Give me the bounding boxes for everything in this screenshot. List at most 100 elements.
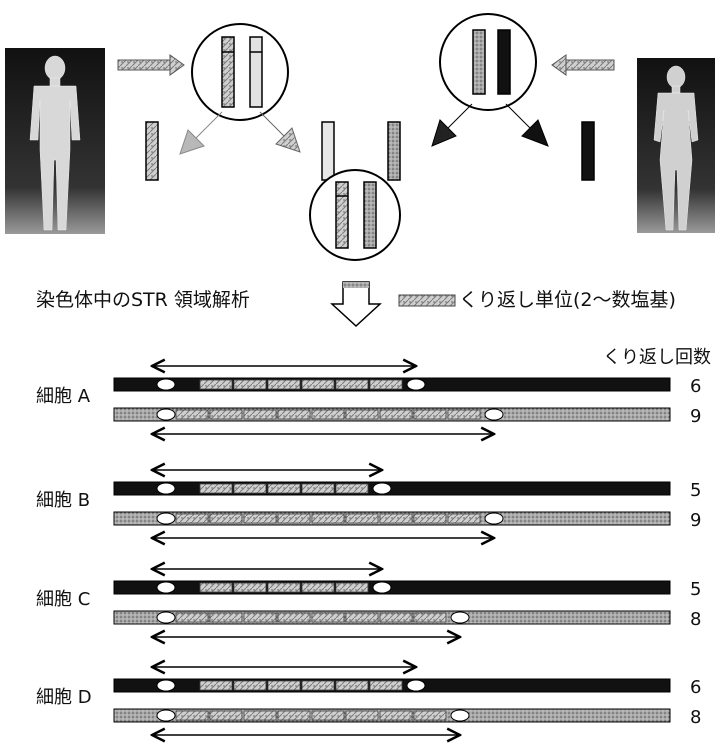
repeat-unit (312, 711, 344, 720)
father-chromosome-circle (192, 24, 288, 120)
repeat-unit (448, 410, 480, 419)
mother-figure (637, 58, 715, 233)
repeat-unit (244, 514, 276, 523)
cell-label: 細胞 C (36, 589, 90, 610)
cell-label: 細胞 D (36, 687, 92, 708)
repeat-unit (302, 583, 334, 592)
repeat-unit (336, 583, 368, 592)
paternal-repeat-count: 6 (690, 376, 701, 397)
cell-group: 細胞 B 5 9 (36, 470, 701, 538)
repeat-unit (268, 681, 300, 690)
repeat-unit (268, 484, 300, 493)
repeat-unit (312, 514, 344, 523)
repeat-unit (244, 613, 276, 622)
repeat-unit (346, 514, 378, 523)
repeat-unit (244, 711, 276, 720)
father-figure (5, 48, 105, 234)
repeat-unit (244, 410, 276, 419)
repeat-unit (278, 514, 310, 523)
primer-marker-right (451, 612, 469, 623)
maternal-repeat-count: 8 (690, 609, 701, 630)
father-gamete-chromosome (322, 122, 334, 180)
repeat-count-header: くり返し回数 (603, 347, 711, 368)
repeat-unit (336, 681, 368, 690)
repeat-unit (176, 514, 208, 523)
primer-marker-right (407, 379, 425, 390)
repeat-unit (176, 410, 208, 419)
primer-marker-right (451, 710, 469, 721)
arrow-mother-to-cell (552, 55, 614, 75)
repeat-unit (380, 514, 412, 523)
repeat-unit (210, 711, 242, 720)
cell-label: 細胞 A (36, 386, 91, 407)
primer-marker-left (157, 710, 175, 721)
repeat-unit (312, 410, 344, 419)
paternal-repeat-count: 5 (690, 480, 701, 501)
repeat-unit (346, 711, 378, 720)
repeat-unit (380, 613, 412, 622)
primer-marker-left (157, 612, 175, 623)
repeat-unit (380, 410, 412, 419)
primer-marker-left (157, 409, 175, 420)
repeat-unit (278, 711, 310, 720)
repeat-unit (176, 613, 208, 622)
repeat-unit (200, 484, 232, 493)
primer-marker-left (157, 513, 175, 524)
mother-chromosome-circle (440, 14, 536, 110)
repeat-unit (234, 380, 266, 389)
paternal-repeat-count: 6 (690, 677, 701, 698)
repeat-unit (414, 410, 446, 419)
primer-marker-left (157, 680, 175, 691)
repeat-unit (200, 583, 232, 592)
repeat-unit (234, 484, 266, 493)
repeat-unit (448, 514, 480, 523)
primer-marker-right (485, 409, 503, 420)
arrow-father-to-cell (118, 55, 184, 75)
repeat-unit (414, 613, 446, 622)
repeat-unit (312, 613, 344, 622)
repeat-unit (234, 583, 266, 592)
mother-gamete-chromosome-right (582, 122, 594, 180)
repeat-unit (302, 484, 334, 493)
cell-label: 細胞 B (36, 490, 90, 511)
father-gamete-chromosome-left (146, 122, 158, 180)
repeat-unit (210, 613, 242, 622)
maternal-repeat-count: 9 (690, 510, 701, 531)
repeat-unit (380, 711, 412, 720)
paternal-repeat-count: 5 (690, 579, 701, 600)
paternal-strand-bar (114, 581, 670, 594)
repeat-unit (200, 681, 232, 690)
repeat-unit (278, 613, 310, 622)
repeat-unit-legend-label: くり返し単位(2～数塩基) (459, 289, 676, 311)
repeat-unit (336, 380, 368, 389)
repeat-unit (414, 711, 446, 720)
paternal-strand-bar (114, 482, 670, 495)
repeat-unit (414, 514, 446, 523)
primer-marker-right (485, 513, 503, 524)
primer-marker-right (373, 582, 391, 593)
primer-marker-left (157, 483, 175, 494)
repeat-unit (370, 681, 402, 690)
primer-marker-right (407, 680, 425, 691)
analysis-label: 染色体中のSTR 領域解析 (36, 289, 250, 311)
maternal-repeat-count: 9 (690, 406, 701, 427)
repeat-unit (268, 380, 300, 389)
repeat-unit-legend-swatch (399, 295, 455, 306)
repeat-unit (210, 514, 242, 523)
repeat-unit (268, 583, 300, 592)
child-chromosome-circle (310, 170, 400, 260)
down-arrow-icon (332, 282, 380, 326)
repeat-unit (336, 484, 368, 493)
primer-marker-left (157, 379, 175, 390)
repeat-unit (200, 380, 232, 389)
cell-group: 細胞 C 5 8 (36, 569, 701, 637)
repeat-unit (302, 681, 334, 690)
repeat-unit (234, 681, 266, 690)
repeat-unit (370, 380, 402, 389)
primer-marker-right (373, 483, 391, 494)
repeat-unit (346, 613, 378, 622)
cell-group: 細胞 A 6 9 (36, 366, 701, 434)
